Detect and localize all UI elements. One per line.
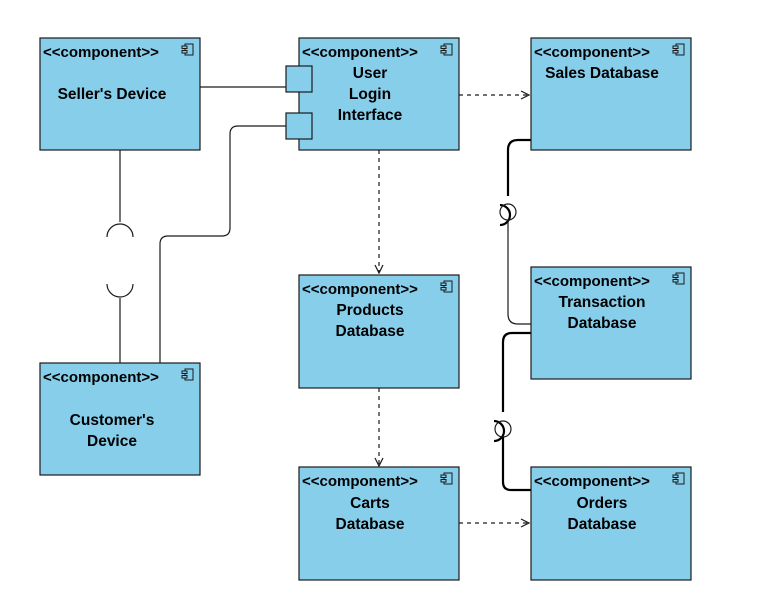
component-icon xyxy=(181,368,194,381)
component-icon xyxy=(440,472,453,485)
customers-device-component[interactable]: <<component>> Customer's Device xyxy=(39,362,201,476)
component-name-line-1: Transaction xyxy=(559,294,646,311)
user-login-interface-component[interactable]: <<component>> User Login Interface xyxy=(298,37,460,151)
component-icon xyxy=(181,43,194,56)
component-stereotype: <<component>> xyxy=(534,473,650,490)
component-name-line-2: Device xyxy=(87,433,137,450)
login-port-top[interactable] xyxy=(285,65,313,93)
component-name-line-2: Database xyxy=(336,323,405,340)
component-stereotype: <<component>> xyxy=(43,44,159,61)
transaction-provided-connector xyxy=(507,220,531,325)
component-icon xyxy=(440,280,453,293)
login-to-sales-arrow xyxy=(520,90,531,100)
component-icon xyxy=(672,272,685,285)
transaction-provided-ball xyxy=(499,203,517,221)
sellers-device-component[interactable]: <<component>> Seller's Device xyxy=(39,37,201,151)
orders-database-component[interactable]: <<component>> Orders Database xyxy=(530,466,692,581)
component-name-line-2: Database xyxy=(568,516,637,533)
component-name-line-2: Database xyxy=(568,315,637,332)
component-stereotype: <<component>> xyxy=(43,369,159,386)
customer-socket xyxy=(106,283,134,298)
login-to-products-arrow xyxy=(374,264,384,275)
component-name-line-1: Products xyxy=(336,302,403,319)
transaction-required-connector xyxy=(501,331,531,412)
connectors xyxy=(106,86,531,528)
seller-socket xyxy=(106,223,134,238)
login-port-bottom[interactable] xyxy=(285,112,313,140)
component-icon xyxy=(672,43,685,56)
component-name: Sales Database xyxy=(545,65,659,82)
component-name-line-1: Customer's xyxy=(70,412,155,429)
component-name-line-2: Login xyxy=(349,86,391,103)
transaction-database-component[interactable]: <<component>> Transaction Database xyxy=(530,266,692,380)
products-to-carts-arrow xyxy=(374,457,384,468)
component-name-line-1: Carts xyxy=(350,495,390,512)
component-name-line-3: Interface xyxy=(338,107,403,124)
orders-provided-connector xyxy=(501,437,531,492)
component-icon xyxy=(672,472,685,485)
sales-required-connector xyxy=(506,138,531,196)
carts-database-component[interactable]: <<component>> Carts Database xyxy=(298,466,460,581)
products-database-component[interactable]: <<component>> Products Database xyxy=(298,274,460,389)
component-icon xyxy=(440,43,453,56)
transaction-socket xyxy=(493,419,506,443)
sales-database-component[interactable]: <<component>> Sales Database xyxy=(530,37,692,151)
component-name-line-2: Database xyxy=(336,516,405,533)
customer-to-login-connector xyxy=(159,125,286,363)
component-stereotype: <<component>> xyxy=(534,273,650,290)
component-stereotype: <<component>> xyxy=(302,44,418,61)
component-name-line-1: User xyxy=(353,65,387,82)
component-stereotype: <<component>> xyxy=(302,281,418,298)
component-name: Seller's Device xyxy=(58,86,167,103)
component-name-line-1: Orders xyxy=(577,495,628,512)
component-stereotype: <<component>> xyxy=(534,44,650,61)
carts-to-orders-arrow xyxy=(520,518,531,528)
component-stereotype: <<component>> xyxy=(302,473,418,490)
